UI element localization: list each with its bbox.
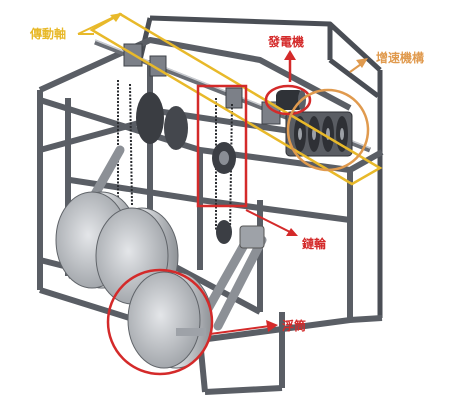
sprocket-leader <box>245 209 291 233</box>
drive-shaft-leader-2 <box>77 15 117 35</box>
float-label: 浮筒 <box>282 319 307 333</box>
drive-shaft-arrowhead <box>110 13 122 22</box>
float-leader <box>209 325 271 335</box>
drive-shaft-label: 傳動軸 <box>30 27 67 41</box>
speed-increaser-arrowhead <box>356 58 368 68</box>
float-arrowhead <box>266 320 278 332</box>
speed-increaser-label: 增速機構 <box>376 51 425 65</box>
generator-highlight <box>264 84 312 116</box>
ratchet-gears <box>136 92 188 150</box>
generator-label: 發電機 <box>268 35 305 49</box>
generator-arrowhead <box>284 50 296 60</box>
sprocket-label: 鏈輪 <box>302 237 327 251</box>
sprocket-highlight <box>196 84 248 208</box>
speed-increaser-highlight <box>286 88 370 172</box>
sprocket-arrowhead <box>286 228 298 236</box>
frame-back <box>137 15 383 318</box>
sprocket-gears <box>212 142 236 244</box>
float-highlight <box>106 268 214 376</box>
float-front <box>127 271 213 369</box>
